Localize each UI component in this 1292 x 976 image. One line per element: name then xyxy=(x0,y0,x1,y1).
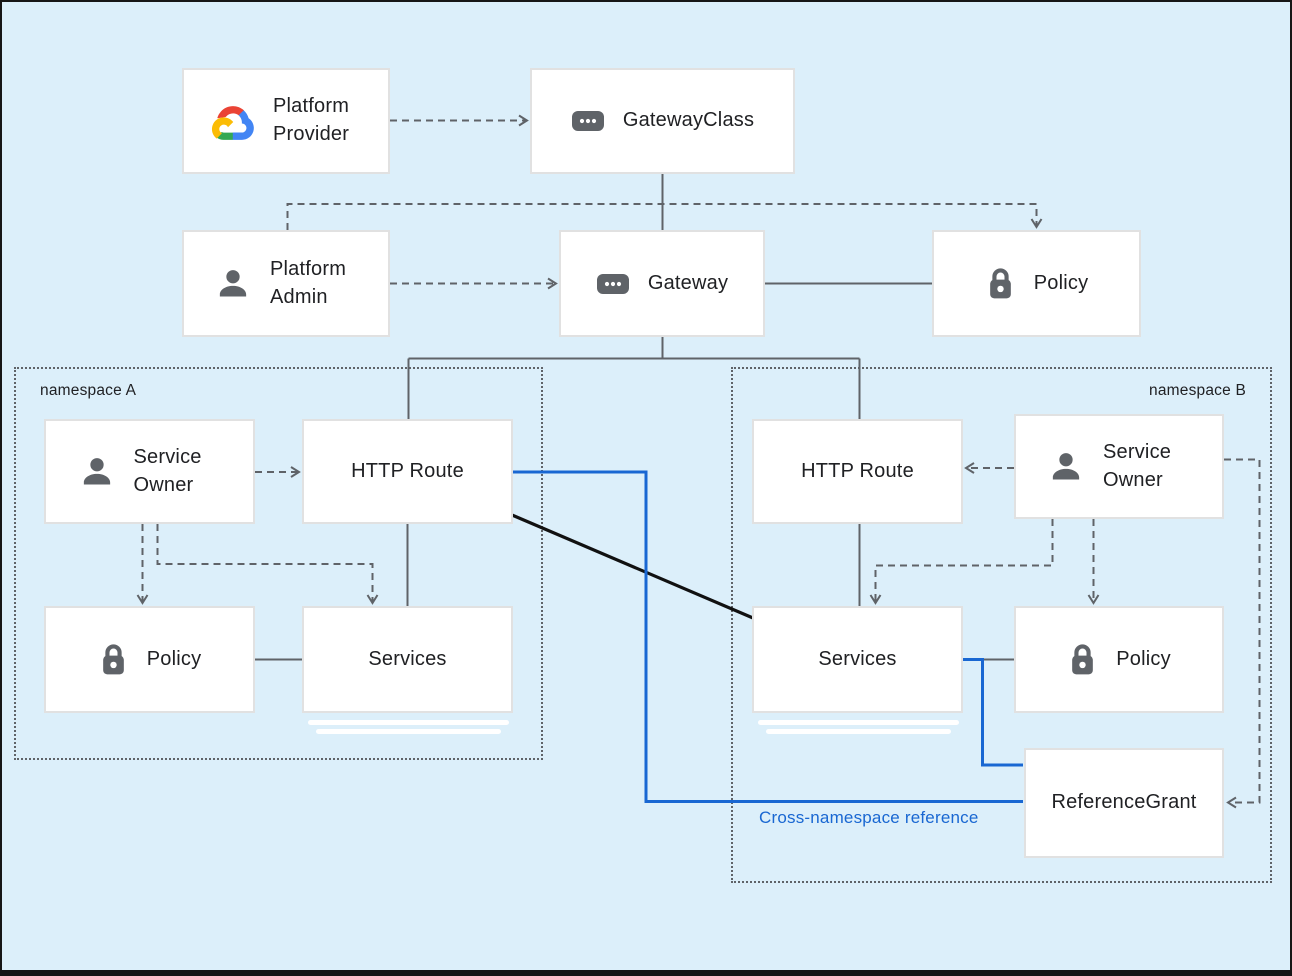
resource-chip-icon xyxy=(571,110,605,132)
cross-namespace-reference-label: Cross-namespace reference xyxy=(759,808,979,827)
node-policy-admin: Policy xyxy=(932,230,1141,337)
person-icon xyxy=(78,453,116,491)
node-services-a: Services xyxy=(302,606,513,713)
edge-httproute-a-referencegrant xyxy=(512,470,1023,803)
services-a-stack-line-2 xyxy=(316,729,501,734)
edge-owner-a-services-a xyxy=(156,524,379,605)
services-a-stack-line-1 xyxy=(308,720,509,725)
services-b-stack-line-2 xyxy=(766,729,951,734)
edge-httproute-a-services-b xyxy=(511,513,754,620)
person-icon xyxy=(214,265,252,303)
node-policy-b: Policy xyxy=(1014,606,1224,713)
node-httproute-a: HTTP Route xyxy=(302,419,513,524)
node-label: Policy xyxy=(1033,271,1089,294)
resource-chip-icon xyxy=(596,273,630,295)
node-label: HTTP Route xyxy=(801,459,914,482)
node-label: Service Owner xyxy=(1103,440,1172,491)
edge-services-b-referencegrant xyxy=(962,658,1023,767)
node-service-owner-a: Service Owner xyxy=(44,419,255,524)
edge-owner-b-services-b xyxy=(869,519,1054,605)
node-platform-provider: Platform Provider xyxy=(182,68,390,174)
node-gatewayclass: GatewayClass xyxy=(530,68,795,174)
node-label: Policy xyxy=(1116,647,1171,670)
node-service-owner-b: Service Owner xyxy=(1014,414,1224,519)
node-label: Services xyxy=(368,647,447,670)
node-policy-a: Policy xyxy=(44,606,255,713)
node-platform-admin: Platform Admin xyxy=(182,230,390,337)
edge-gateway-httproutes xyxy=(407,337,861,419)
node-referencegrant: ReferenceGrant xyxy=(1024,748,1224,858)
namespace-a-container xyxy=(14,367,543,760)
lock-icon xyxy=(1067,641,1098,678)
namespace-a-label: namespace A xyxy=(40,382,137,399)
node-label: Policy xyxy=(146,647,202,670)
node-label: ReferenceGrant xyxy=(1051,791,1197,814)
node-services-b: Services xyxy=(752,606,963,713)
node-label: Service Owner xyxy=(133,445,202,496)
lock-icon xyxy=(985,265,1016,302)
node-label: Platform Provider xyxy=(273,95,350,145)
person-icon xyxy=(1047,448,1085,486)
google-cloud-logo-icon xyxy=(211,102,255,141)
node-label: Platform Admin xyxy=(270,257,347,308)
namespace-b-label: namespace B xyxy=(1149,382,1246,399)
node-label: GatewayClass xyxy=(622,109,755,132)
node-label: Gateway xyxy=(647,271,729,294)
edge-admin-policy xyxy=(286,203,1043,230)
edge-owner-b-referencegrant xyxy=(1224,458,1261,809)
node-httproute-b: HTTP Route xyxy=(752,419,963,524)
node-gateway: Gateway xyxy=(559,230,765,337)
node-label: HTTP Route xyxy=(351,459,464,482)
node-label: Services xyxy=(818,647,897,670)
namespace-b-container xyxy=(731,367,1272,883)
services-b-stack-line-1 xyxy=(758,720,959,725)
lock-icon xyxy=(98,641,129,678)
